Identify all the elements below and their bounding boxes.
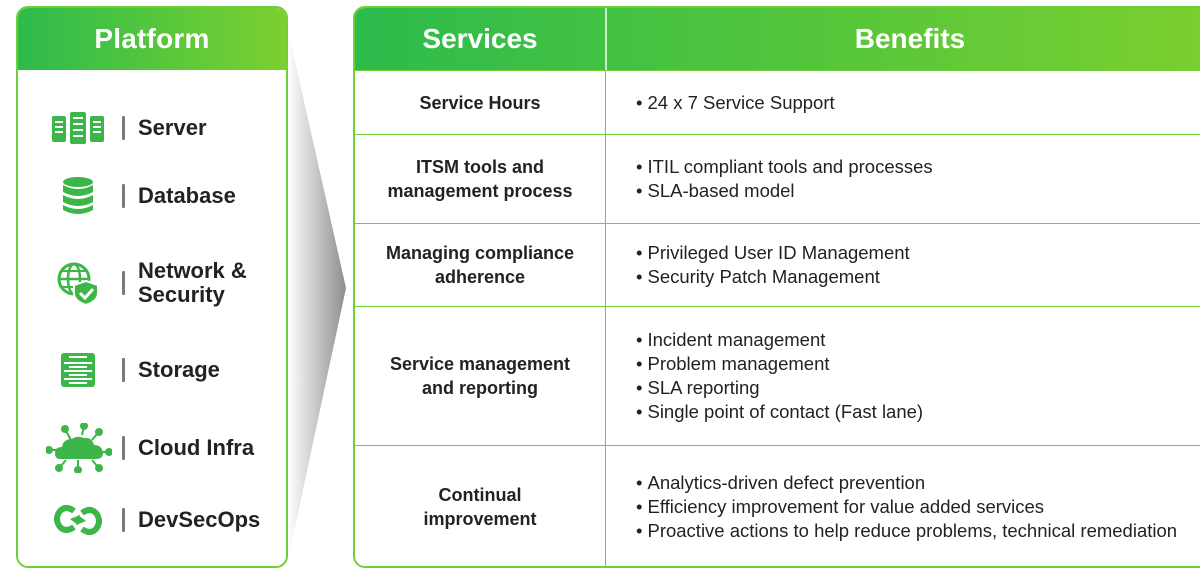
platform-item-label: Network & Security <box>138 258 247 307</box>
platform-panel: Platform Server <box>16 6 288 568</box>
cloud-icon <box>44 423 114 473</box>
table-header: Services Benefits <box>355 8 1200 70</box>
services-benefits-table: Services Benefits Service Hours 24 x 7 S… <box>353 6 1200 568</box>
separator <box>122 358 125 382</box>
platform-item-label: Database <box>138 183 236 208</box>
network-security-icon <box>48 261 108 305</box>
benefit-item: Security Patch Management <box>636 265 1200 289</box>
platform-item-label: Cloud Infra <box>138 435 255 460</box>
benefits-cell: Privileged User ID Management Security P… <box>605 224 1200 306</box>
benefit-item: Privileged User ID Management <box>636 241 1200 265</box>
benefit-item: SLA reporting <box>636 376 1200 400</box>
benefits-cell: 24 x 7 Service Support <box>605 71 1200 134</box>
benefits-header: Benefits <box>605 8 1200 70</box>
benefit-item: SLA-based model <box>636 179 1200 203</box>
benefits-cell: ITIL compliant tools and processes SLA-b… <box>605 135 1200 223</box>
benefits-cell: Analytics-driven defect prevention Effic… <box>605 446 1200 566</box>
service-cell: Service Hours <box>419 92 541 113</box>
connector-arrow <box>288 30 346 560</box>
separator <box>122 436 125 460</box>
platform-item-server: Server <box>18 106 286 150</box>
platform-item-database: Database <box>18 174 286 218</box>
storage-icon <box>48 348 108 392</box>
separator <box>122 508 125 532</box>
benefit-item: Problem management <box>636 352 1200 376</box>
table-row: Service Hours 24 x 7 Service Support <box>355 70 1200 134</box>
benefits-cell: Incident management Problem management S… <box>605 307 1200 445</box>
platform-item-devsecops: DevSecOps <box>18 498 286 542</box>
devsecops-icon <box>48 498 108 542</box>
platform-item-label: DevSecOps <box>138 507 261 532</box>
separator <box>122 271 125 295</box>
platform-item-storage: Storage <box>18 348 286 392</box>
platform-item-cloud-infra: Cloud Infra <box>18 422 286 474</box>
benefit-item: 24 x 7 Service Support <box>636 91 1200 115</box>
benefit-item: Efficiency improvement for value added s… <box>636 495 1200 519</box>
separator <box>122 116 125 140</box>
platform-item-label: Server <box>138 115 207 140</box>
benefit-item: Single point of contact (Fast lane) <box>636 400 1200 424</box>
benefit-item: Analytics-driven defect prevention <box>636 471 1200 495</box>
database-icon <box>48 174 108 218</box>
server-icon <box>48 106 108 150</box>
services-header: Services <box>422 23 538 54</box>
benefit-item: Incident management <box>636 328 1200 352</box>
benefit-item: Proactive actions to help reduce problem… <box>636 519 1200 543</box>
platform-item-label: Storage <box>138 357 220 382</box>
benefit-item: ITIL compliant tools and processes <box>636 155 1200 179</box>
separator <box>122 184 125 208</box>
platform-title: Platform <box>18 8 286 70</box>
platform-item-network-security: Network & Security <box>18 253 286 313</box>
